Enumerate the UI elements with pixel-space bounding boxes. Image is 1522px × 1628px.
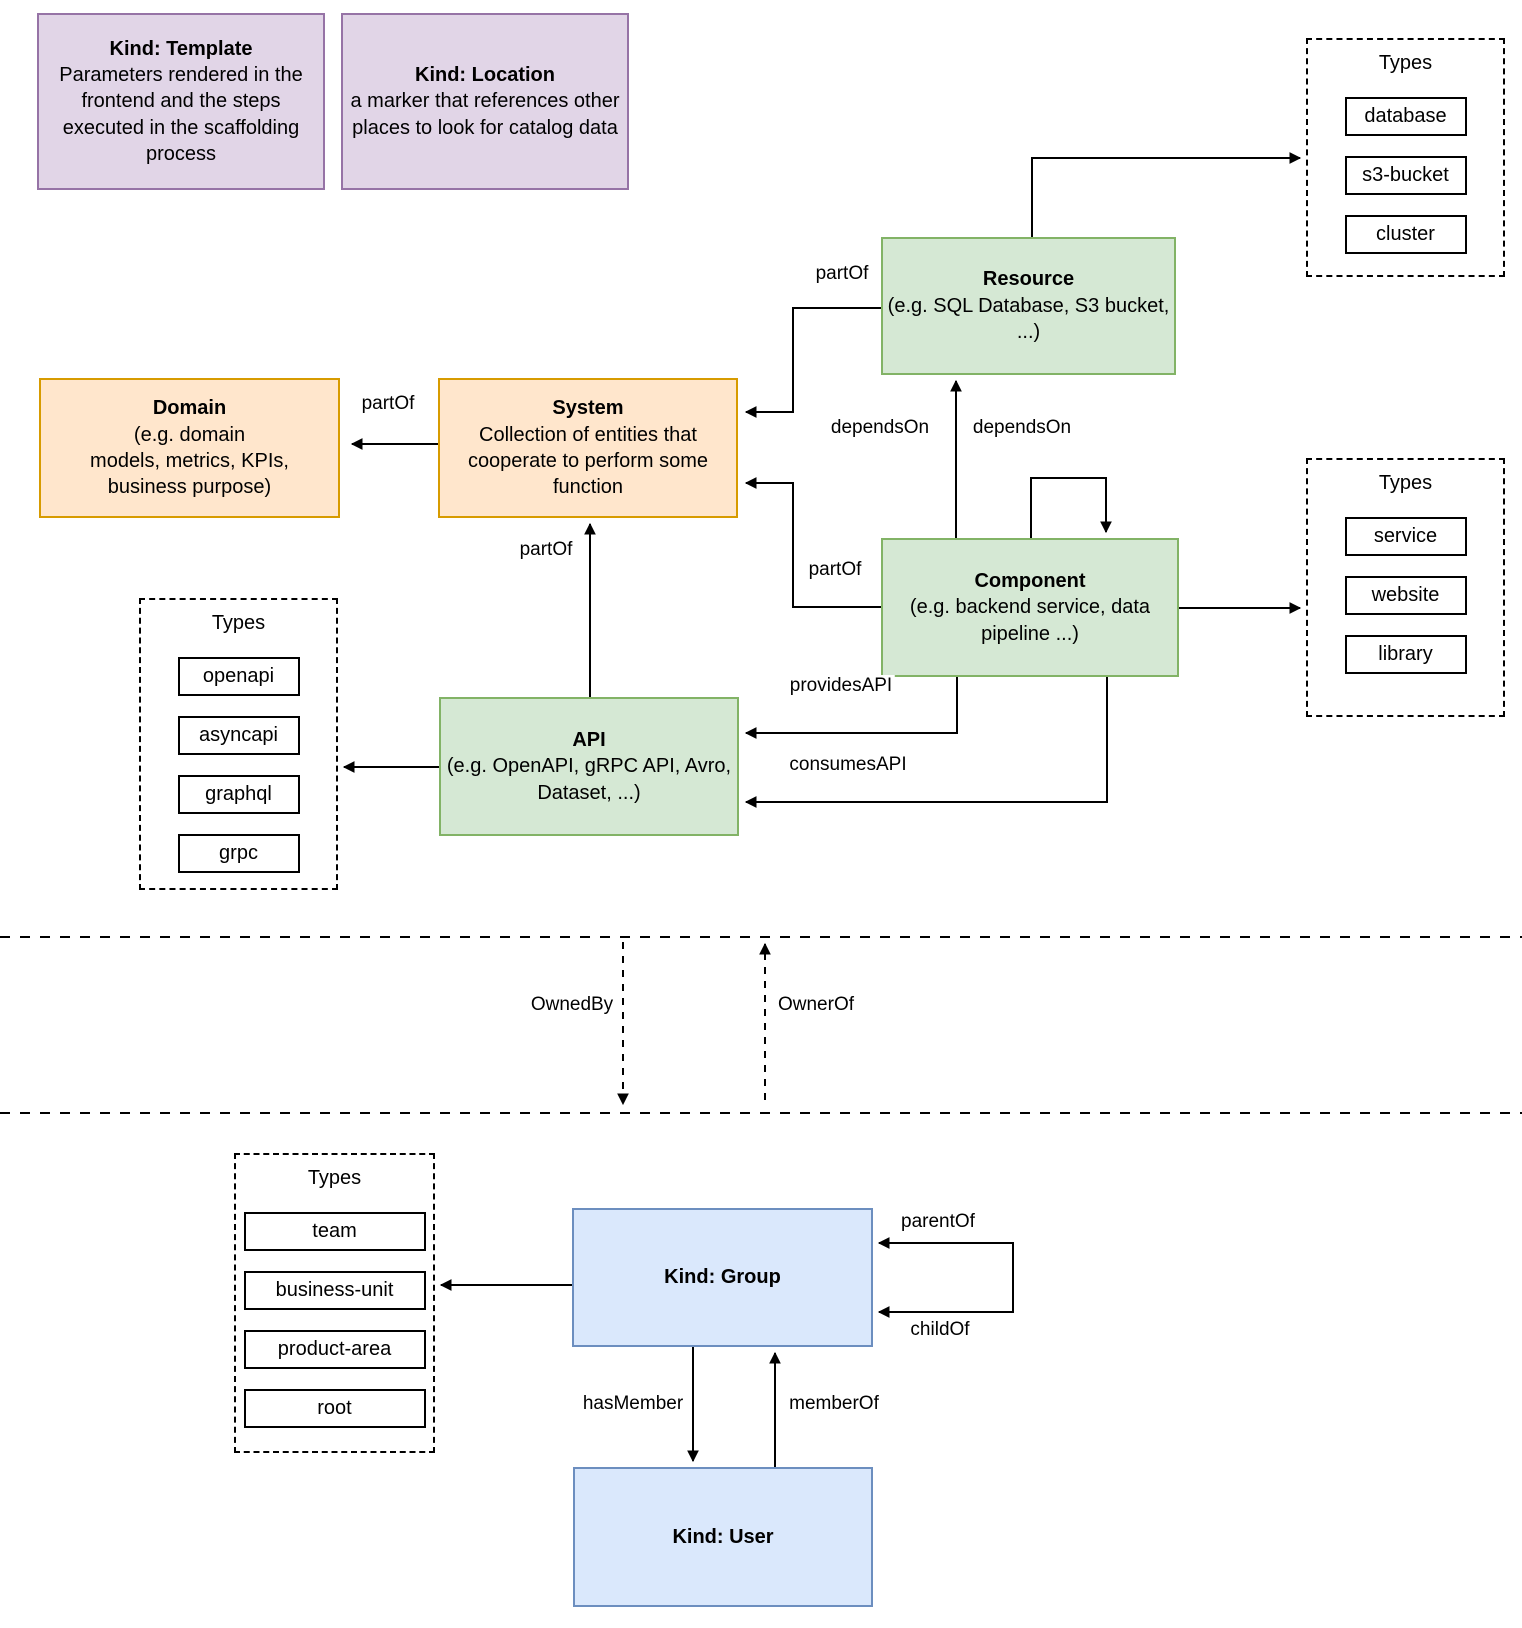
edge-label-parentof: parentOf <box>898 1211 978 1233</box>
type-item-service: service <box>1344 517 1467 556</box>
types-box-api: Types openapi asyncapi graphql grpc <box>139 598 338 890</box>
node-component: Component (e.g. backend service, data pi… <box>881 538 1179 677</box>
node-title: Domain <box>152 397 227 420</box>
edge-label-dependson-resource: dependsOn <box>827 417 933 439</box>
type-item-team: team <box>243 1212 426 1251</box>
edge-label-partof-resource-system: partOf <box>812 263 872 285</box>
node-kind-template: Kind: Template Parameters rendered in th… <box>37 13 325 190</box>
edge-label-partof-system-domain: partOf <box>358 393 418 415</box>
type-item-website: website <box>1344 576 1467 615</box>
edge-label-ownerof: OwnerOf <box>774 994 858 1016</box>
edge-label-partof-api-system: partOf <box>516 539 576 561</box>
type-item-business-unit: business-unit <box>243 1271 426 1310</box>
edge-label-providesapi: providesAPI <box>786 675 896 697</box>
node-description: (e.g. domain models, metrics, KPIs, busi… <box>90 423 289 499</box>
node-description: (e.g. OpenAPI, gRPC API, Avro, Dataset, … <box>446 755 732 804</box>
types-title: Types <box>307 1167 362 1189</box>
types-box-component: Types service website library <box>1306 458 1505 717</box>
types-box-group: Types team business-unit product-area ro… <box>234 1153 435 1453</box>
node-title: Component <box>974 569 1086 592</box>
type-item-openapi: openapi <box>177 657 300 696</box>
node-title: System <box>552 397 624 420</box>
type-item-database: database <box>1344 97 1467 136</box>
node-title: API <box>572 728 606 751</box>
type-item-root: root <box>243 1389 426 1428</box>
types-title: Types <box>1378 52 1433 74</box>
types-title: Types <box>211 612 266 634</box>
edge-label-ownedby: OwnedBy <box>527 994 617 1016</box>
type-item-asyncapi: asyncapi <box>177 716 300 755</box>
type-item-cluster: cluster <box>1344 215 1467 254</box>
arrow-component-dependson-self <box>1030 477 1112 538</box>
type-item-library: library <box>1344 635 1467 674</box>
arrow-component-providesapi-api <box>744 677 958 739</box>
arrow-component-partof-system <box>744 477 881 608</box>
type-item-graphql: graphql <box>177 775 300 814</box>
node-title: Kind: Template <box>109 37 253 60</box>
edge-label-dependson-self: dependsOn <box>969 417 1075 439</box>
type-item-product-area: product-area <box>243 1330 426 1369</box>
edge-label-memberof: memberOf <box>786 1393 882 1415</box>
edge-label-childof: childOf <box>907 1319 973 1341</box>
arrow-component-consumesapi-api <box>744 677 1108 808</box>
node-title: Kind: Group <box>664 1266 781 1289</box>
node-resource: Resource (e.g. SQL Database, S3 bucket, … <box>881 237 1176 375</box>
arrow-group-parentof-childof-loop <box>877 1237 1014 1318</box>
node-system: System Collection of entities that coope… <box>438 378 738 518</box>
node-kind-user: Kind: User <box>573 1467 873 1607</box>
edge-label-partof-component-system: partOf <box>805 559 865 581</box>
type-item-s3-bucket: s3-bucket <box>1344 156 1467 195</box>
node-description: (e.g. SQL Database, S3 bucket, ...) <box>887 294 1170 344</box>
node-kind-location: Kind: Location a marker that references … <box>341 13 629 190</box>
node-api: API (e.g. OpenAPI, gRPC API, Avro, Datas… <box>439 697 739 836</box>
arrow-resource-partof-system <box>744 307 881 418</box>
types-box-resource: Types database s3-bucket cluster <box>1306 38 1505 277</box>
node-description: Parameters rendered in the frontend and … <box>59 63 303 166</box>
arrow-resource-to-types <box>1031 152 1302 237</box>
node-description: a marker that references other places to… <box>350 90 620 139</box>
node-kind-group: Kind: Group <box>572 1208 873 1347</box>
node-title: Resource <box>982 268 1075 291</box>
node-title: Kind: User <box>672 1525 774 1548</box>
node-description: Collection of entities that cooperate to… <box>467 423 709 499</box>
type-item-grpc: grpc <box>177 834 300 873</box>
edge-label-consumesapi: consumesAPI <box>786 754 910 776</box>
node-title: Kind: Location <box>415 63 555 86</box>
node-domain: Domain (e.g. domain models, metrics, KPI… <box>39 378 340 518</box>
edge-label-hasmember: hasMember <box>579 1393 687 1415</box>
types-title: Types <box>1378 472 1433 494</box>
node-description: (e.g. backend service, data pipeline ...… <box>909 596 1151 645</box>
